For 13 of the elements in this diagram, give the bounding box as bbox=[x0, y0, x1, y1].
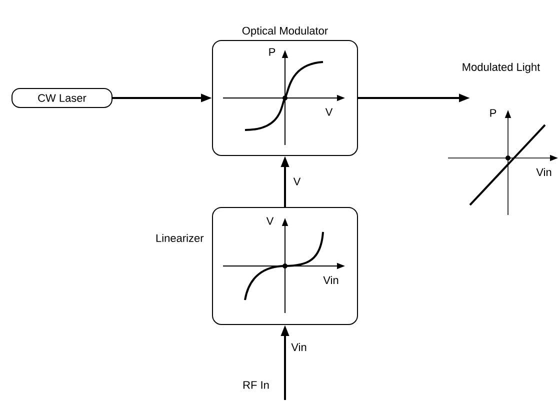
edge-label: V bbox=[292, 176, 302, 186]
axis-label: V bbox=[266, 217, 274, 225]
block-title: Optical Modulator bbox=[242, 26, 328, 37]
axis-label: V bbox=[325, 108, 333, 116]
block-title: Linearizer bbox=[156, 234, 204, 242]
axis-label: P bbox=[490, 109, 496, 117]
input-text: RF In bbox=[243, 381, 269, 389]
edge-label: Vin bbox=[290, 342, 308, 352]
axis-label: Vin bbox=[536, 168, 552, 176]
axis-label: Vin bbox=[323, 276, 338, 284]
laser-box: CW Laser bbox=[12, 88, 112, 108]
edge-label: Modulated Light bbox=[460, 62, 542, 74]
axis-label: P bbox=[269, 48, 276, 56]
